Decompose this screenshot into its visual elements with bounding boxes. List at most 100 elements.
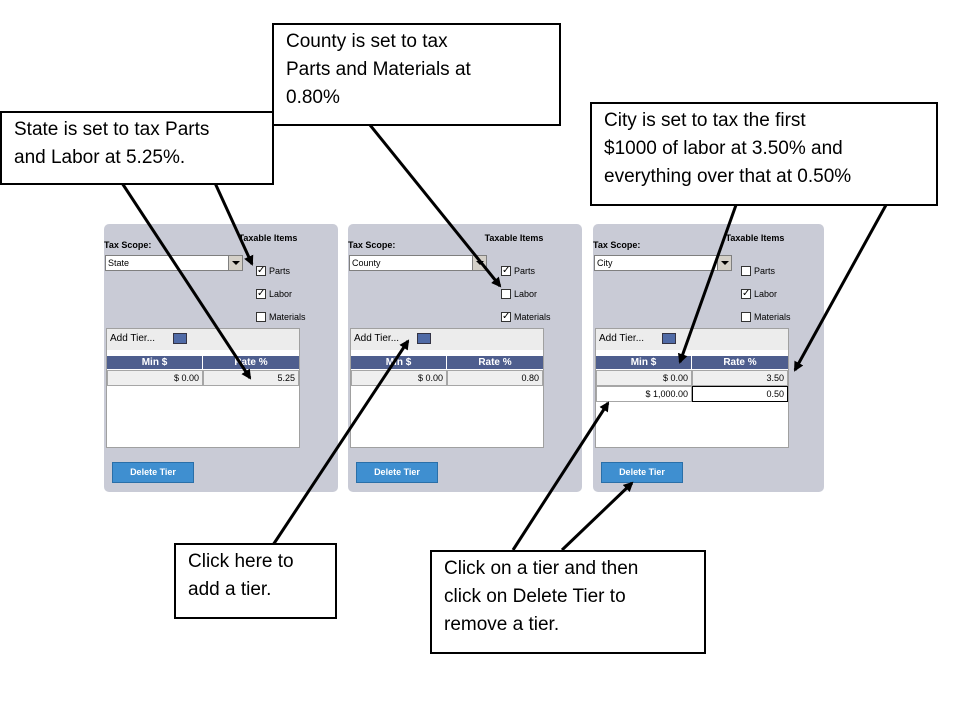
taxable-item-materials[interactable]: Materials [741,312,791,324]
callout-line: City is set to tax the first [604,110,806,131]
add-tier-label: Add Tier... [354,333,400,344]
parts-label: Parts [269,266,291,276]
min-cell[interactable]: $ 0.00 [107,370,203,386]
parts-checkbox[interactable] [741,266,751,276]
taxable-item-materials[interactable]: Materials [256,312,306,324]
labor-label: Labor [269,289,293,299]
chevron-down-icon[interactable] [472,256,486,270]
state-tax-panel: Tax Scope: State Taxable Items ✓Parts ✓L… [104,224,338,492]
labor-label: Labor [514,289,538,299]
labor-label: Labor [754,289,778,299]
taxable-items-label: Taxable Items [725,233,785,243]
taxable-items-label: Taxable Items [238,233,298,243]
parts-checkbox[interactable]: ✓ [256,265,266,276]
materials-checkbox[interactable] [256,312,266,322]
callout-line: Click here to [188,551,294,572]
callout-line: Click on a tier and then [444,558,639,579]
delete-tier-callout: Click on a tier and then click on Delete… [430,550,706,654]
tier-table-header: Min $ Rate % [107,356,299,369]
tax-scope-select[interactable]: County [349,255,487,271]
taxable-item-parts[interactable]: ✓Parts [256,266,290,278]
callout-line: $1000 of labor at 3.50% and [604,138,843,159]
chevron-down-icon[interactable] [717,256,731,270]
min-cell[interactable]: $ 1,000.00 [596,386,692,402]
callout-line: State is set to tax Parts [14,119,210,140]
add-tier-button[interactable] [662,333,676,344]
table-row[interactable]: $ 1,000.00 0.50 [596,386,788,402]
tax-scope-label: Tax Scope: [104,240,152,250]
taxable-item-labor[interactable]: ✓Labor [256,289,292,301]
chevron-down-icon[interactable] [228,256,242,270]
rate-column-header: Rate % [203,356,299,369]
materials-label: Materials [514,312,551,322]
taxable-item-parts[interactable]: Parts [741,266,775,278]
callout-line: click on Delete Tier to [444,586,626,607]
delete-tier-button[interactable]: Delete Tier [356,462,438,483]
tax-scope-value: State [108,258,130,268]
state-callout: State is set to tax Parts and Labor at 5… [0,111,274,185]
taxable-item-materials[interactable]: ✓Materials [501,312,551,324]
parts-label: Parts [514,266,536,276]
callout-line: Parts and Materials at [286,59,471,80]
city-tax-panel: Tax Scope: City Taxable Items Parts ✓Lab… [593,224,824,492]
taxable-item-parts[interactable]: ✓Parts [501,266,535,278]
add-tier-label: Add Tier... [110,333,156,344]
min-column-header: Min $ [351,356,446,369]
tax-scope-value: City [597,258,613,268]
tier-table: Add Tier... Min $ Rate % $ 0.00 0.80 [350,328,544,448]
labor-checkbox[interactable] [501,289,511,299]
arrow-to-delete-tier [560,481,634,552]
taxable-item-labor[interactable]: ✓Labor [741,289,777,301]
tax-scope-label: Tax Scope: [593,240,641,250]
add-tier-bar: Add Tier... [107,329,299,350]
delete-tier-button[interactable]: Delete Tier [112,462,194,483]
table-row[interactable]: $ 0.00 3.50 [596,370,788,386]
rate-cell[interactable]: 3.50 [692,370,788,386]
materials-checkbox[interactable]: ✓ [501,311,511,322]
min-column-header: Min $ [107,356,202,369]
callout-line: everything over that at 0.50% [604,166,852,187]
callout-line: 0.80% [286,87,340,108]
rate-column-header: Rate % [447,356,543,369]
callout-line: County is set to tax [286,31,448,52]
min-column-header: Min $ [596,356,691,369]
taxable-items-label: Taxable Items [484,233,544,243]
min-cell[interactable]: $ 0.00 [351,370,447,386]
tier-table: Add Tier... Min $ Rate % $ 0.00 3.50 $ 1… [595,328,789,448]
rate-cell[interactable]: 0.50 [692,386,788,402]
add-tier-bar: Add Tier... [351,329,543,350]
callout-line: and Labor at 5.25%. [14,147,186,168]
tax-scope-value: County [352,258,381,268]
rate-cell[interactable]: 0.80 [447,370,543,386]
add-tier-button[interactable] [417,333,431,344]
tax-scope-label: Tax Scope: [348,240,396,250]
tier-table: Add Tier... Min $ Rate % $ 0.00 5.25 [106,328,300,448]
county-tax-panel: Tax Scope: County Taxable Items ✓Parts L… [348,224,582,492]
labor-checkbox[interactable]: ✓ [741,288,751,299]
tier-table-header: Min $ Rate % [351,356,543,369]
materials-label: Materials [269,312,306,322]
table-row[interactable]: $ 0.00 0.80 [351,370,543,386]
city-callout: City is set to tax the first $1000 of la… [590,102,938,206]
callout-line: add a tier. [188,579,272,600]
tax-scope-select[interactable]: State [105,255,243,271]
add-tier-label: Add Tier... [599,333,645,344]
add-tier-callout: Click here to add a tier. [174,543,337,619]
rate-column-header: Rate % [692,356,788,369]
table-row[interactable]: $ 0.00 5.25 [107,370,299,386]
labor-checkbox[interactable]: ✓ [256,288,266,299]
parts-label: Parts [754,266,776,276]
county-callout: County is set to tax Parts and Materials… [272,23,561,126]
delete-tier-button[interactable]: Delete Tier [601,462,683,483]
min-cell[interactable]: $ 0.00 [596,370,692,386]
rate-cell[interactable]: 5.25 [203,370,299,386]
materials-checkbox[interactable] [741,312,751,322]
callout-line: remove a tier. [444,614,560,635]
add-tier-button[interactable] [173,333,187,344]
add-tier-bar: Add Tier... [596,329,788,350]
tax-scope-select[interactable]: City [594,255,732,271]
tier-table-header: Min $ Rate % [596,356,788,369]
parts-checkbox[interactable]: ✓ [501,265,511,276]
materials-label: Materials [754,312,791,322]
taxable-item-labor[interactable]: Labor [501,289,537,301]
